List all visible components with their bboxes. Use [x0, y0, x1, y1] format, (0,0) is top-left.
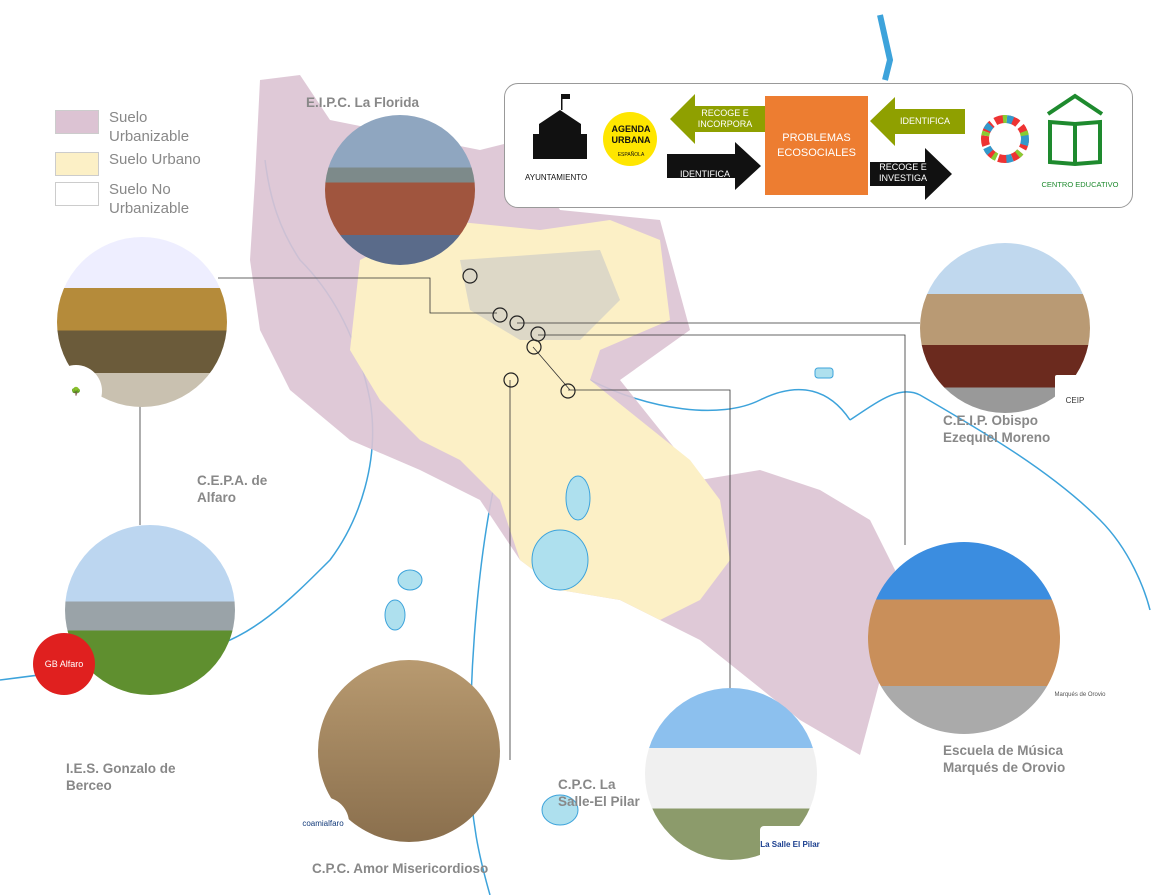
identifica-left-text: IDENTIFICA: [679, 169, 730, 179]
swatch: [55, 182, 99, 206]
map-legend: Suelo Urbanizable Suelo Urbano Suelo No …: [55, 108, 229, 222]
recoge-investiga-text: RECOGE E INVESTIGA: [878, 162, 927, 183]
label-ies: I.E.S. Gonzalo de Berceo: [66, 761, 176, 793]
photo-escuela-musica: [868, 542, 1060, 734]
logo-text: GB Alfaro: [44, 659, 84, 669]
logo-la-salle: La Salle El Pilar: [760, 826, 820, 862]
recoge-incorpora-text: RECOGE E INCORPORA: [697, 108, 753, 129]
town-hall-icon: [533, 94, 587, 159]
logo-orovio: Marqués de Orovio: [1050, 680, 1110, 710]
arrow-identifica-left: [667, 142, 761, 190]
location-markers: [462, 268, 576, 399]
river-top: [877, 14, 894, 81]
agenda-urbana-text: AGENDA URBANA: [611, 124, 651, 145]
ayuntamiento-label: AYUNTAMIENTO: [525, 173, 588, 182]
centro-educativo-label: CENTRO EDUCATIVO: [1041, 180, 1119, 189]
open-book-icon: [1046, 93, 1104, 167]
legend-label: Suelo Urbano: [109, 151, 201, 168]
problemas-ecosociales-box: PROBLEMAS ECOSOCIALES: [765, 96, 868, 195]
flow-diagram: AYUNTAMIENTO AGENDA URBANA ESPAÑOLA RECO…: [504, 83, 1133, 208]
legend-item-urbano: Suelo Urbano: [55, 150, 229, 176]
label-ceip: C.E.I.P. Obispo Ezequiel Moreno: [943, 413, 1051, 445]
label-la-salle: C.P.C. La Salle-El Pilar: [558, 777, 640, 809]
legend-item-no-urbanizable: Suelo No Urbanizable: [55, 180, 229, 218]
connector-lines: [139, 277, 920, 760]
zone-urbano: [350, 220, 730, 620]
photo-amor-misericordioso: [318, 660, 500, 842]
logo-coamialfaro: coamialfaro: [297, 797, 349, 849]
arrow-identifica-right: [870, 97, 965, 146]
logo-text: coamialfaro: [302, 818, 344, 828]
label-cepa: C.E.P.A. de Alfaro: [197, 473, 268, 505]
legend-item-urbanizable: Suelo Urbanizable: [55, 108, 229, 146]
label-escuela-musica: Escuela de Música Marqués de Orovio: [943, 743, 1066, 775]
identifica-right-text: IDENTIFICA: [899, 116, 950, 126]
logo-ceip: CEIP: [1055, 375, 1095, 425]
photo-la-florida: [325, 115, 475, 265]
river-channel: [469, 459, 501, 895]
flower-logo: [981, 115, 1029, 163]
swatch: [55, 110, 99, 134]
logo-text: La Salle El Pilar: [760, 839, 820, 849]
river-alhama: [849, 391, 1151, 611]
arrow-recoge-investiga: [870, 148, 952, 200]
agenda-sub-text: ESPAÑOLA: [617, 152, 645, 158]
swatch: [55, 152, 99, 176]
legend-label: Suelo Urbanizable: [109, 109, 190, 145]
agenda-urbana-logo: [603, 112, 657, 166]
label-amor-misericordioso: C.P.C. Amor Misericordioso: [312, 861, 489, 876]
logo-gb: GB Alfaro: [33, 633, 95, 695]
logo-cepa: 🌳: [50, 365, 102, 417]
arrow-recoge-incorpora: [670, 94, 765, 144]
legend-label: Suelo No Urbanizable: [109, 181, 190, 217]
label-la-florida: E.I.P.C. La Florida: [306, 95, 420, 110]
logo-text: Marqués de Orovio: [1054, 692, 1106, 698]
logo-text: CEIP: [1065, 395, 1085, 405]
diagram-graphics: [533, 93, 1104, 200]
